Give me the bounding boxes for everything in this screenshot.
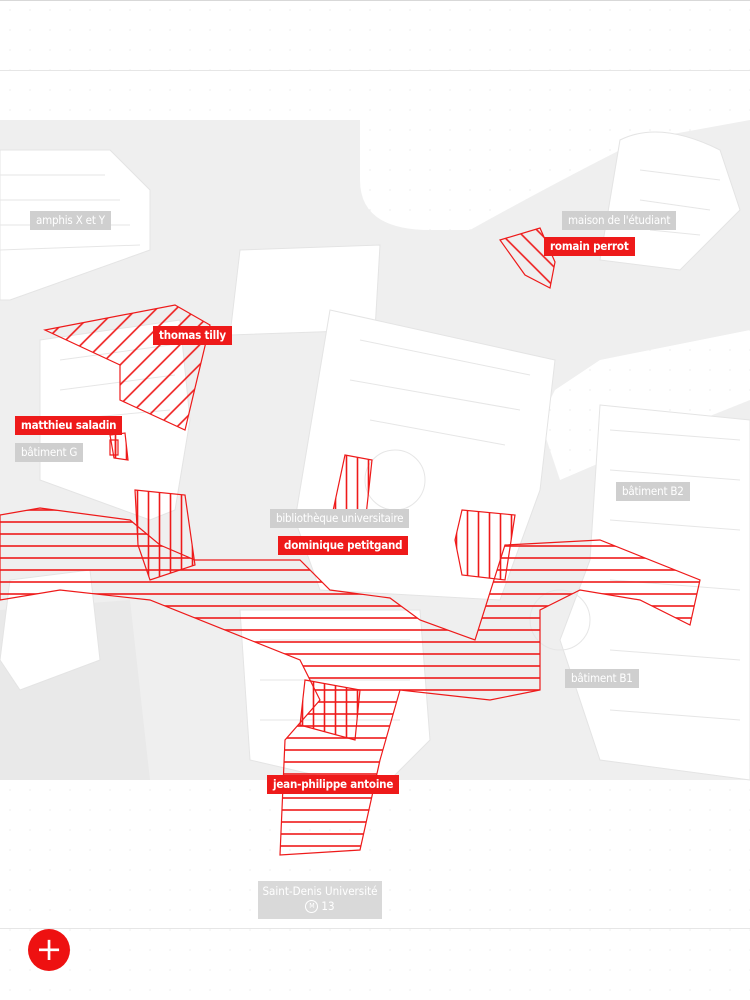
- top-divider: [0, 70, 750, 71]
- zone-vertical-5: [109, 439, 119, 456]
- label-batiment-b2[interactable]: bâtiment B2: [616, 482, 690, 501]
- metro-icon: M: [305, 900, 319, 913]
- zone-vertical-4: [299, 679, 361, 741]
- artist-dominique-petitgand[interactable]: dominique petitgand: [278, 536, 409, 555]
- label-maison-etudiant[interactable]: maison de l'étudiant: [562, 211, 677, 230]
- artist-romain-perrot[interactable]: romain perrot: [544, 237, 635, 256]
- metro-station-name: Saint-Denis Université: [262, 884, 378, 898]
- zone-romain: [499, 227, 556, 289]
- artist-matthieu-saladin[interactable]: matthieu saladin: [15, 416, 123, 435]
- hatched-zones: [0, 227, 701, 856]
- label-batiment-b1[interactable]: bâtiment B1: [565, 669, 639, 688]
- zone-vertical-3: [454, 509, 516, 581]
- label-batiment-g[interactable]: bâtiment G: [15, 443, 84, 462]
- add-button[interactable]: +: [28, 929, 70, 971]
- bottom-divider: [0, 928, 750, 929]
- plus-icon: +: [35, 930, 63, 968]
- label-bibliotheque[interactable]: bibliothèque universitaire: [270, 509, 410, 528]
- label-amphis[interactable]: amphis X et Y: [30, 211, 111, 230]
- artist-jean-philippe-antoine[interactable]: jean-philippe antoine: [267, 775, 400, 794]
- artist-thomas-tilly[interactable]: thomas tilly: [153, 326, 232, 345]
- zone-vertical-1: [134, 489, 196, 581]
- zone-main-band: [0, 507, 701, 856]
- top-border: [0, 0, 750, 1]
- metro-line-number: 13: [321, 899, 335, 913]
